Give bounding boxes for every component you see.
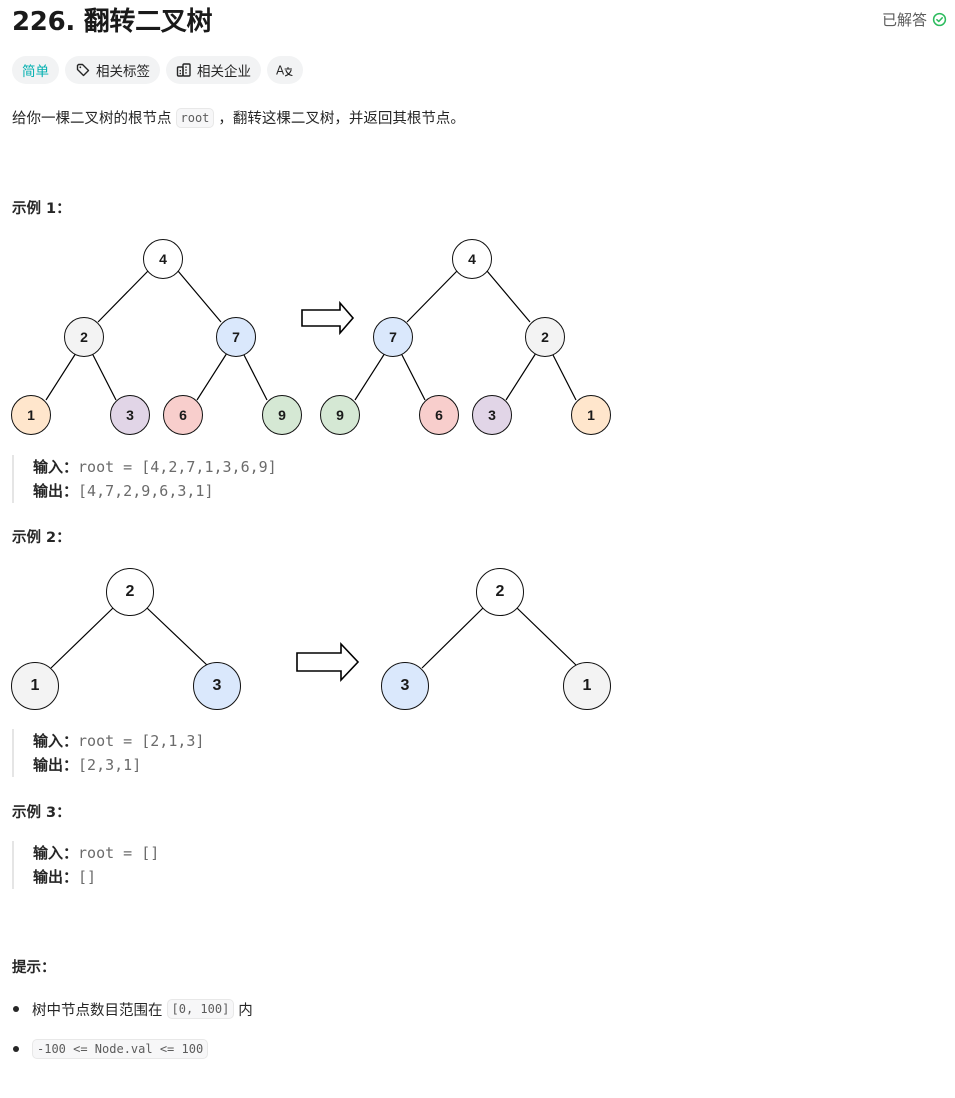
example-1-io: 输入：root = [4,2,7,1,3,6,9] 输出：[4,7,2,9,6,…	[12, 455, 277, 503]
example-2-diagram	[50, 607, 578, 683]
tree-node: 7	[373, 317, 413, 357]
constraint-item: 树中节点数目范围在 [0, 100] 内	[12, 996, 253, 1022]
input-label: 输入：	[33, 844, 79, 862]
input-label: 输入：	[33, 458, 79, 476]
tree-node: 3	[381, 662, 429, 710]
related-companies-button[interactable]: 相关企业	[166, 56, 261, 84]
tree-node: 6	[419, 395, 459, 435]
solved-status: 已解答	[882, 9, 947, 30]
bullet-icon	[13, 1006, 19, 1012]
difficulty-badge[interactable]: 简单	[12, 56, 59, 84]
constraints-heading: 提示：	[12, 960, 56, 976]
example-2-heading: 示例 2：	[12, 530, 71, 546]
related-companies-label: 相关企业	[197, 64, 251, 80]
constraint-text: 内	[238, 1002, 253, 1019]
tree-node: 3	[193, 662, 241, 710]
input-value: root = []	[78, 844, 160, 862]
constraints-list: 树中节点数目范围在 [0, 100] 内 -100 <= Node.val <=…	[12, 996, 253, 1076]
tree-node: 6	[163, 395, 203, 435]
input-label: 输入：	[33, 732, 79, 750]
example-2-io: 输入：root = [2,1,3] 输出：[2,3,1]	[12, 729, 204, 777]
arrow-right-icon	[296, 641, 360, 683]
input-value: root = [2,1,3]	[78, 732, 205, 750]
bullet-icon	[13, 1046, 19, 1052]
tree-node: 2	[525, 317, 565, 357]
svg-text:A: A	[276, 64, 285, 78]
check-circle-icon	[932, 12, 947, 26]
tree-node: 4	[452, 239, 492, 279]
input-value: root = [4,2,7,1,3,6,9]	[78, 458, 277, 476]
example-1-diagram	[45, 270, 577, 401]
constraint-text: 树中节点数目范围在	[32, 1002, 163, 1019]
output-label: 输出：	[33, 868, 79, 886]
output-value: []	[78, 868, 97, 886]
problem-description: 给你一棵二叉树的根节点 root ，翻转这棵二叉树，并返回其根节点。	[12, 107, 465, 128]
tree-node: 7	[216, 317, 256, 357]
tree-node: 1	[563, 662, 611, 710]
tag-bar: 简单 相关标签 相关企业 A	[12, 56, 303, 84]
difficulty-label: 简单	[22, 64, 49, 80]
tree-node: 3	[472, 395, 512, 435]
example-3-heading: 示例 3：	[12, 805, 71, 821]
translate-button[interactable]: A	[267, 56, 303, 84]
output-label: 输出：	[33, 756, 79, 774]
tree-node: 1	[11, 395, 51, 435]
tree-node: 9	[262, 395, 302, 435]
constraint-item: -100 <= Node.val <= 100	[12, 1036, 253, 1062]
tree-node: 1	[571, 395, 611, 435]
building-icon	[176, 63, 191, 77]
inline-code: root	[175, 107, 215, 128]
example-3-io: 输入：root = [] 输出：[]	[12, 841, 159, 889]
inline-code: [0, 100]	[166, 999, 235, 1019]
inline-code: -100 <= Node.val <= 100	[32, 1039, 209, 1059]
output-label: 输出：	[33, 482, 79, 500]
tree-node: 3	[110, 395, 150, 435]
problem-title: 226. 翻转二叉树	[12, 6, 213, 37]
arrow-right-icon	[301, 300, 355, 336]
tag-icon	[76, 63, 90, 77]
tree-node: 2	[476, 568, 524, 616]
description-text: 给你一棵二叉树的根节点	[12, 111, 172, 127]
tree-node: 2	[64, 317, 104, 357]
description-text: ，翻转这棵二叉树，并返回其根节点。	[218, 111, 465, 127]
example-1-heading: 示例 1：	[12, 201, 71, 217]
output-value: [4,7,2,9,6,3,1]	[78, 482, 214, 500]
translate-icon: A	[276, 64, 293, 78]
tree-node: 2	[106, 568, 154, 616]
tree-node: 9	[320, 395, 360, 435]
related-tags-button[interactable]: 相关标签	[65, 56, 160, 84]
output-value: [2,3,1]	[78, 756, 142, 774]
solved-status-label: 已解答	[881, 10, 927, 29]
related-tags-label: 相关标签	[96, 64, 150, 80]
tree-node: 4	[143, 239, 183, 279]
problem-header: 226. 翻转二叉树 已解答	[12, 2, 947, 37]
tree-node: 1	[11, 662, 59, 710]
